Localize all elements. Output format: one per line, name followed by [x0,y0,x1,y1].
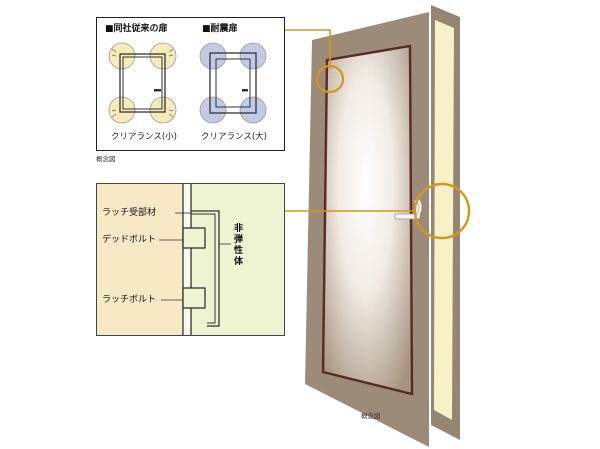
highlight-circle-latch [413,182,471,240]
small-clearance-caption: クリアランス(小) [111,132,177,142]
concept-note-door: 概念図 [361,412,381,420]
connector-line-top [285,29,331,69]
deadbolt-label: デッドボルト [102,235,157,245]
door-side-face [434,20,454,420]
clearance-comparison-panel: ■同社従来の扉 ■耐震扉 [96,17,285,151]
latchbolt-label: ラッチボルト [102,295,157,305]
latch-receiver-label: ラッチ受部材 [102,208,157,218]
nonelastic-label: 非弾性体 [234,224,244,267]
door-panel [321,44,414,396]
latch-detail-panel: ラッチ受部材 デッドボルト ラッチボルト 非弾性体 [96,183,285,336]
seismic-door-title: ■耐震扉 [202,24,238,34]
seismic-door-diagram [199,42,267,124]
highlight-circle-hinge [315,64,345,94]
conventional-door-diagram [108,42,177,124]
clearance-diagram [108,42,267,124]
conventional-door-title: ■同社従来の扉 [105,24,168,34]
latch-diagram [97,184,284,335]
large-clearance-caption: クリアランス(大) [201,132,267,142]
concept-note-top: 概念図 [96,155,116,163]
